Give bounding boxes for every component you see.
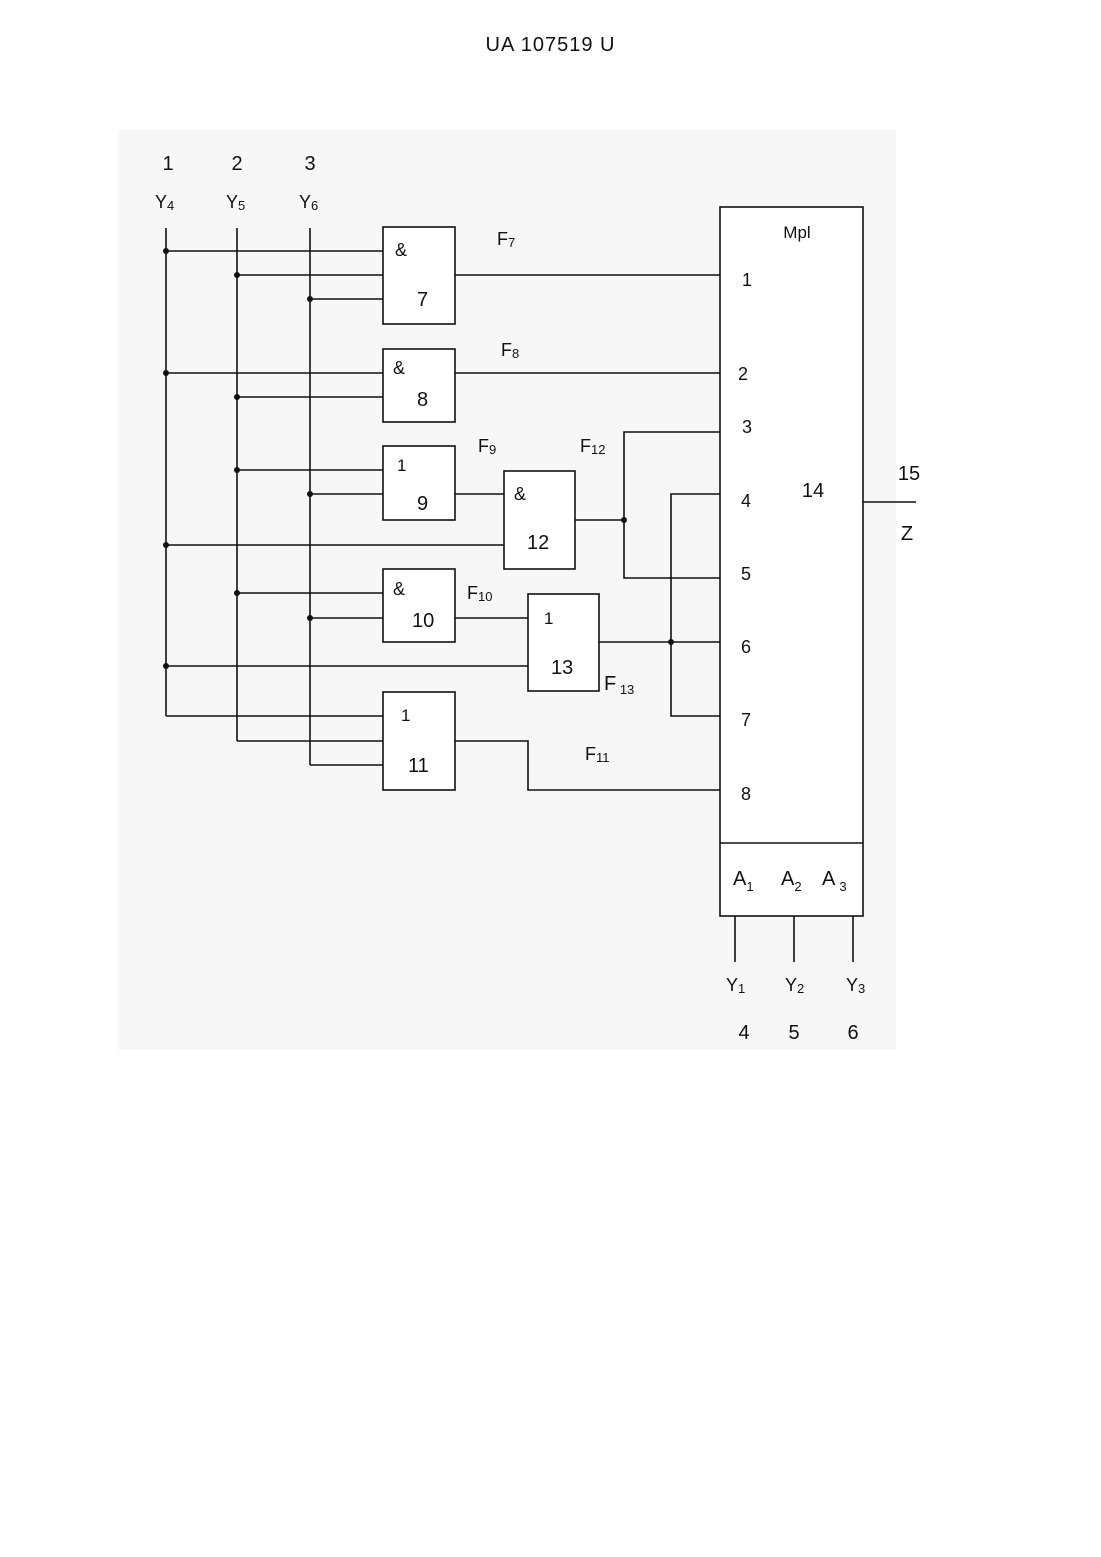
mux-number: 14	[802, 480, 824, 502]
signal-f7: F7	[497, 229, 515, 250]
svg-text:1: 1	[397, 456, 406, 475]
multiplexer-14: Mpl 14 1 2 3 4 5 6 7 8 A1 A2 A3	[720, 207, 863, 916]
mux-input-6: 6	[741, 637, 751, 657]
svg-text:10: 10	[412, 610, 434, 632]
mux-input-7: 7	[741, 710, 751, 730]
mux-input-4: 4	[741, 491, 751, 511]
address-input-5-number: 5	[788, 1022, 799, 1044]
signal-f9: F9	[478, 436, 496, 457]
input-3-signal: Y6	[299, 192, 318, 213]
address-input-y2: Y2	[785, 975, 804, 996]
input-wires	[166, 251, 528, 765]
mux-input-3: 3	[742, 417, 752, 437]
signal-f11: F11	[585, 744, 610, 765]
input-labels: 1 2 3 Y4 Y5 Y6	[155, 153, 318, 213]
signal-f8: F8	[501, 340, 519, 361]
mux-input-1: 1	[742, 270, 752, 290]
output: 15 Z	[898, 463, 920, 545]
gate-8: & 8	[383, 349, 455, 422]
input-buses	[166, 228, 310, 765]
svg-text:1: 1	[544, 609, 553, 628]
address-input-labels: Y1 Y2 Y3 4 5 6	[726, 975, 865, 1044]
address-input-6-number: 6	[847, 1022, 858, 1044]
signal-f12: F12	[580, 436, 605, 457]
svg-text:&: &	[514, 484, 526, 504]
svg-text:7: 7	[417, 289, 428, 311]
input-2-signal: Y5	[226, 192, 245, 213]
svg-text:&: &	[393, 358, 405, 378]
gate-7: & 7	[383, 227, 455, 324]
input-1-signal: Y4	[155, 192, 174, 213]
address-input-4-number: 4	[738, 1022, 749, 1044]
output-signal: Z	[901, 523, 913, 545]
input-1-number: 1	[162, 153, 173, 175]
svg-text:11: 11	[408, 755, 429, 777]
mux-input-2: 2	[738, 364, 748, 384]
gate-13: 1 13	[528, 594, 599, 691]
output-number: 15	[898, 463, 920, 485]
gate-10: & 10	[383, 569, 455, 642]
input-3-number: 3	[304, 153, 315, 175]
input-2-number: 2	[231, 153, 242, 175]
svg-text:13: 13	[551, 657, 573, 679]
svg-text:12: 12	[527, 532, 549, 554]
svg-text:8: 8	[417, 389, 428, 411]
svg-text:&: &	[395, 240, 407, 260]
gate-11: 1 11	[383, 692, 455, 790]
mux-title: Mpl	[783, 223, 810, 242]
signal-f10: F10	[467, 583, 492, 604]
svg-text:&: &	[393, 579, 405, 599]
gate-9: 1 9	[383, 446, 455, 520]
svg-text:1: 1	[401, 706, 410, 725]
mux-input-8: 8	[741, 784, 751, 804]
signal-f13: F 13	[604, 673, 634, 697]
address-input-y1: Y1	[726, 975, 745, 996]
address-input-y3: Y3	[846, 975, 865, 996]
svg-text:9: 9	[417, 493, 428, 515]
mux-input-5: 5	[741, 564, 751, 584]
gate-12: & 12	[504, 471, 575, 569]
